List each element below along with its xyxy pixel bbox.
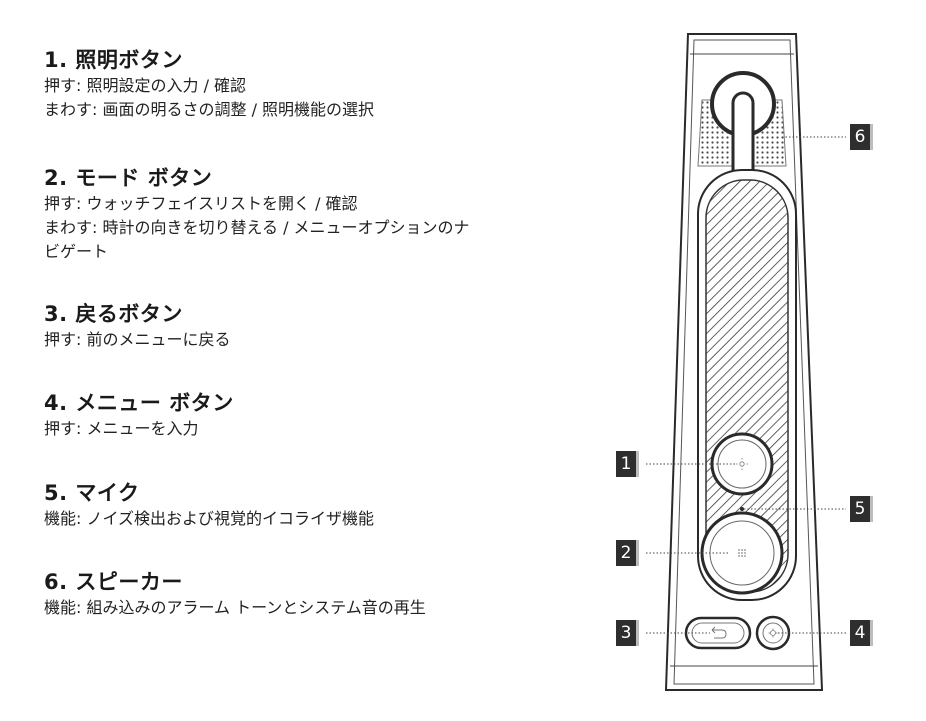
section-line: 機能: ノイズ検出および視覚的イコライザ機能 [44, 509, 374, 528]
leader-lines [646, 136, 846, 634]
section-line: 押す: メニューを入力 [44, 419, 199, 438]
sun-icon [736, 458, 748, 470]
section-title: 6. スピーカー [44, 570, 183, 594]
gear-icon [768, 628, 778, 638]
callout-4: 4 [850, 620, 873, 646]
menu-button-inner [762, 622, 784, 644]
device-inner-edge [673, 39, 815, 685]
section-line: 押す: ウォッチフェイスリストを開く / 確認 [44, 194, 358, 213]
section-speaker: 6. スピーカー 機能: 組み込みのアラーム トーンとシステム音の再生 [44, 568, 634, 620]
section-back-button: 3. 戻るボタン 押す: 前のメニューに戻る [44, 300, 634, 352]
microphone-hole [740, 507, 744, 511]
section-title: 5. マイク [44, 481, 140, 505]
section-lighting-button: 1. 照明ボタン 押す: 照明設定の入力 / 確認 まわす: 画面の明るさの調整… [44, 46, 634, 122]
callout-6: 6 [850, 124, 873, 150]
section-title: 1. 照明ボタン [44, 48, 183, 72]
section-title: 3. 戻るボタン [44, 302, 183, 326]
section-line: まわす: 時計の向きを切り替える / メニューオプションのナ [44, 218, 470, 237]
section-title: 4. メニュー ボタン [44, 391, 234, 415]
grid-icon [738, 549, 746, 557]
callout-1: 1 [616, 451, 639, 477]
lighting-button-inner [717, 439, 767, 489]
callout-3: 3 [616, 620, 639, 646]
back-arrow-icon [711, 626, 727, 639]
section-title: 2. モード ボタン [44, 166, 213, 190]
section-line: 押す: 前のメニューに戻る [44, 330, 231, 349]
section-line: まわす: 画面の明るさの調整 / 照明機能の選択 [44, 100, 375, 119]
section-line: ビゲート [44, 242, 109, 261]
section-menu-button: 4. メニュー ボタン 押す: メニューを入力 [44, 389, 634, 441]
section-line: 機能: 組み込みのアラーム トーンとシステム音の再生 [44, 598, 426, 617]
callout-2: 2 [616, 540, 639, 566]
section-line: 押す: 照明設定の入力 / 確認 [44, 76, 247, 95]
callout-5: 5 [850, 496, 873, 522]
section-mode-button: 2. モード ボタン 押す: ウォッチフェイスリストを開く / 確認 まわす: … [44, 164, 634, 264]
section-microphone: 5. マイク 機能: ノイズ検出および視覚的イコライザ機能 [44, 479, 634, 531]
